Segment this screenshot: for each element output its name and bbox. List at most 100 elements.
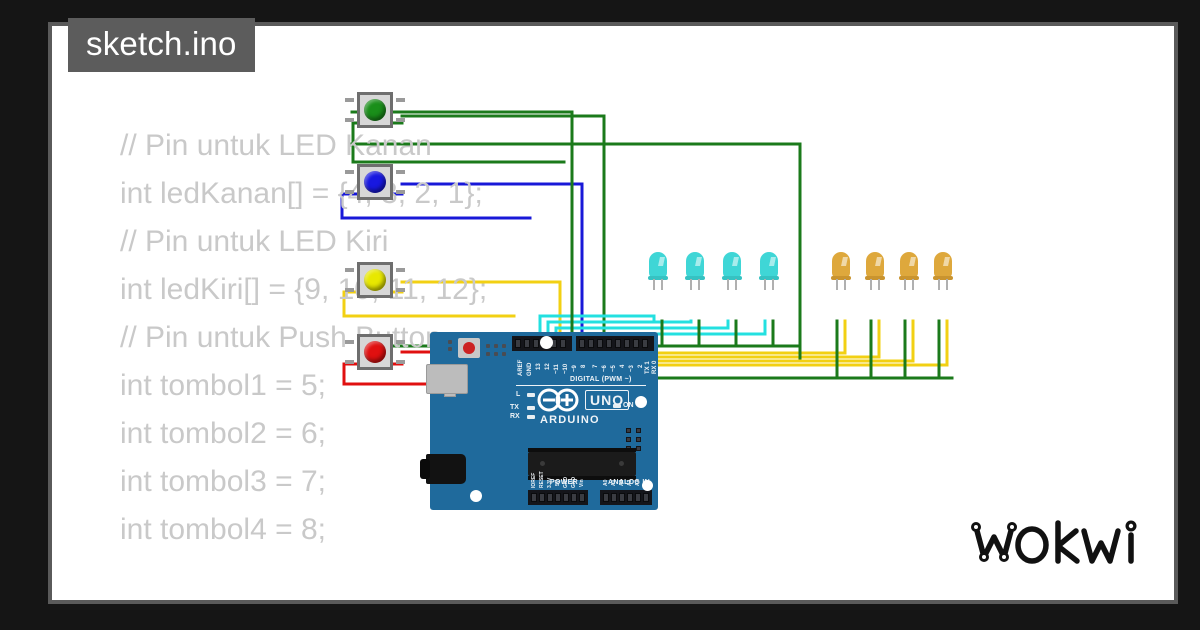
led-anode-pin [727,279,729,290]
pin-label-a1: A1 [611,479,617,486]
pin-label-ioref: IOREF [531,472,537,488]
board-model-text: UNO [585,390,630,410]
pushbutton-leg [396,170,405,174]
microcontroller-chip [528,452,636,476]
led-amber-1[interactable] [831,252,851,296]
pin-label-7: 7 [593,364,599,368]
led-indicator-on [613,404,621,408]
led-amber-4[interactable] [933,252,953,296]
led-cyan-1[interactable] [648,252,668,296]
led-anode-pin [870,279,872,290]
led-cathode-pin [946,279,948,290]
pushbutton-leg [345,268,354,272]
mount-hole-top [540,336,553,349]
mcu-legs-top [528,448,636,452]
digital-header-right[interactable] [576,336,654,351]
pin-label-a2: A2 [619,479,625,486]
pin-label-6: ~6 [602,365,608,372]
pushbutton-leg [345,98,354,102]
led-anode-pin [904,279,906,290]
pushbutton-red[interactable] [345,330,405,374]
pushbutton-leg [396,340,405,344]
pin-label-gnd2: GND [571,476,577,488]
pin-label-5v: 5V [555,479,561,486]
pin-label-2: 2 [638,364,644,368]
led-anode-pin [690,279,692,290]
pushbutton-cap[interactable] [364,269,386,291]
smd-pad [448,340,452,344]
led-indicator-tx [527,406,535,410]
arduino-uno-board[interactable]: AREF GND 13 12 ~11 ~10 ~9 8 7 ~6 ~5 4 ~3… [420,332,658,510]
led-flange [759,276,779,280]
pushbutton-leg [345,118,354,122]
pin-label-a3: A3 [627,479,633,486]
smd-pad [486,352,490,356]
led-cathode-pin [698,279,700,290]
pushbutton-leg [396,118,405,122]
wire-green-long-2 [350,142,802,360]
led-cathode-pin [735,279,737,290]
led-anode-pin [764,279,766,290]
pushbutton-leg [396,98,405,102]
led-label-l: L [516,391,521,398]
pushbutton-cap[interactable] [364,171,386,193]
led-cathode-pin [912,279,914,290]
led-label-tx: TX [510,404,519,411]
led-flange [831,276,851,280]
silk-rule [516,385,646,386]
usb-connector[interactable] [426,364,468,394]
led-flange [685,276,705,280]
pin-label-tx1: TX 1 [645,361,651,374]
pushbutton-cap[interactable] [364,341,386,363]
led-cyan-3[interactable] [722,252,742,296]
power-header[interactable] [528,490,588,505]
led-indicator-l [527,393,535,397]
smd-pad [502,352,506,356]
smd-pad [494,344,498,348]
mount-hole-right [635,396,647,408]
wire-yellow-led-3 [626,319,915,363]
pin-label-rx0: RX 0 [652,360,658,374]
pin-label-12: 12 [545,363,551,370]
led-flange [648,276,668,280]
pin-label-9: ~9 [572,365,578,372]
smd-pad [486,344,490,348]
analog-header[interactable] [600,490,652,505]
power-jack[interactable] [426,454,466,484]
wire-yellow-led-2 [618,319,881,359]
led-amber-2[interactable] [865,252,885,296]
pushbutton-leg [345,360,354,364]
reset-cap [463,342,475,354]
pin-label-3v3: 3.3V [547,477,553,488]
led-cyan-2[interactable] [685,252,705,296]
power-jack-front [420,459,430,479]
pushbutton-leg [396,268,405,272]
pin-label-5: ~5 [611,365,617,372]
led-flange [722,276,742,280]
pushbutton-body [357,92,393,128]
pushbutton-leg [396,360,405,364]
mcu-legs-bottom [528,476,636,480]
pin-label-vin: Vin [579,479,585,487]
reset-button[interactable] [458,338,480,358]
pin-label-a0: A0 [603,479,609,486]
pushbutton-green[interactable] [345,88,405,132]
led-cathode-pin [772,279,774,290]
pushbutton-blue[interactable] [345,160,405,204]
led-amber-3[interactable] [899,252,919,296]
wokwi-logo [970,515,1140,572]
pushbutton-cap[interactable] [364,99,386,121]
led-anode-pin [938,279,940,290]
led-cathode-pin [661,279,663,290]
usb-notch [444,393,456,397]
led-cathode-pin [878,279,880,290]
smd-pad [448,347,452,351]
pushbutton-yellow[interactable] [345,258,405,302]
pushbutton-leg [345,190,354,194]
led-cyan-4[interactable] [759,252,779,296]
pin-label-3: ~3 [629,365,635,372]
led-label-rx: RX [510,413,520,420]
diagram-canvas[interactable]: // Pin untuk LED Kanan int ledKanan[] = … [52,26,1174,600]
file-tab-sketch-ino[interactable]: sketch.ino [68,18,255,72]
analog-header-label: ANALOG IN [608,479,650,486]
